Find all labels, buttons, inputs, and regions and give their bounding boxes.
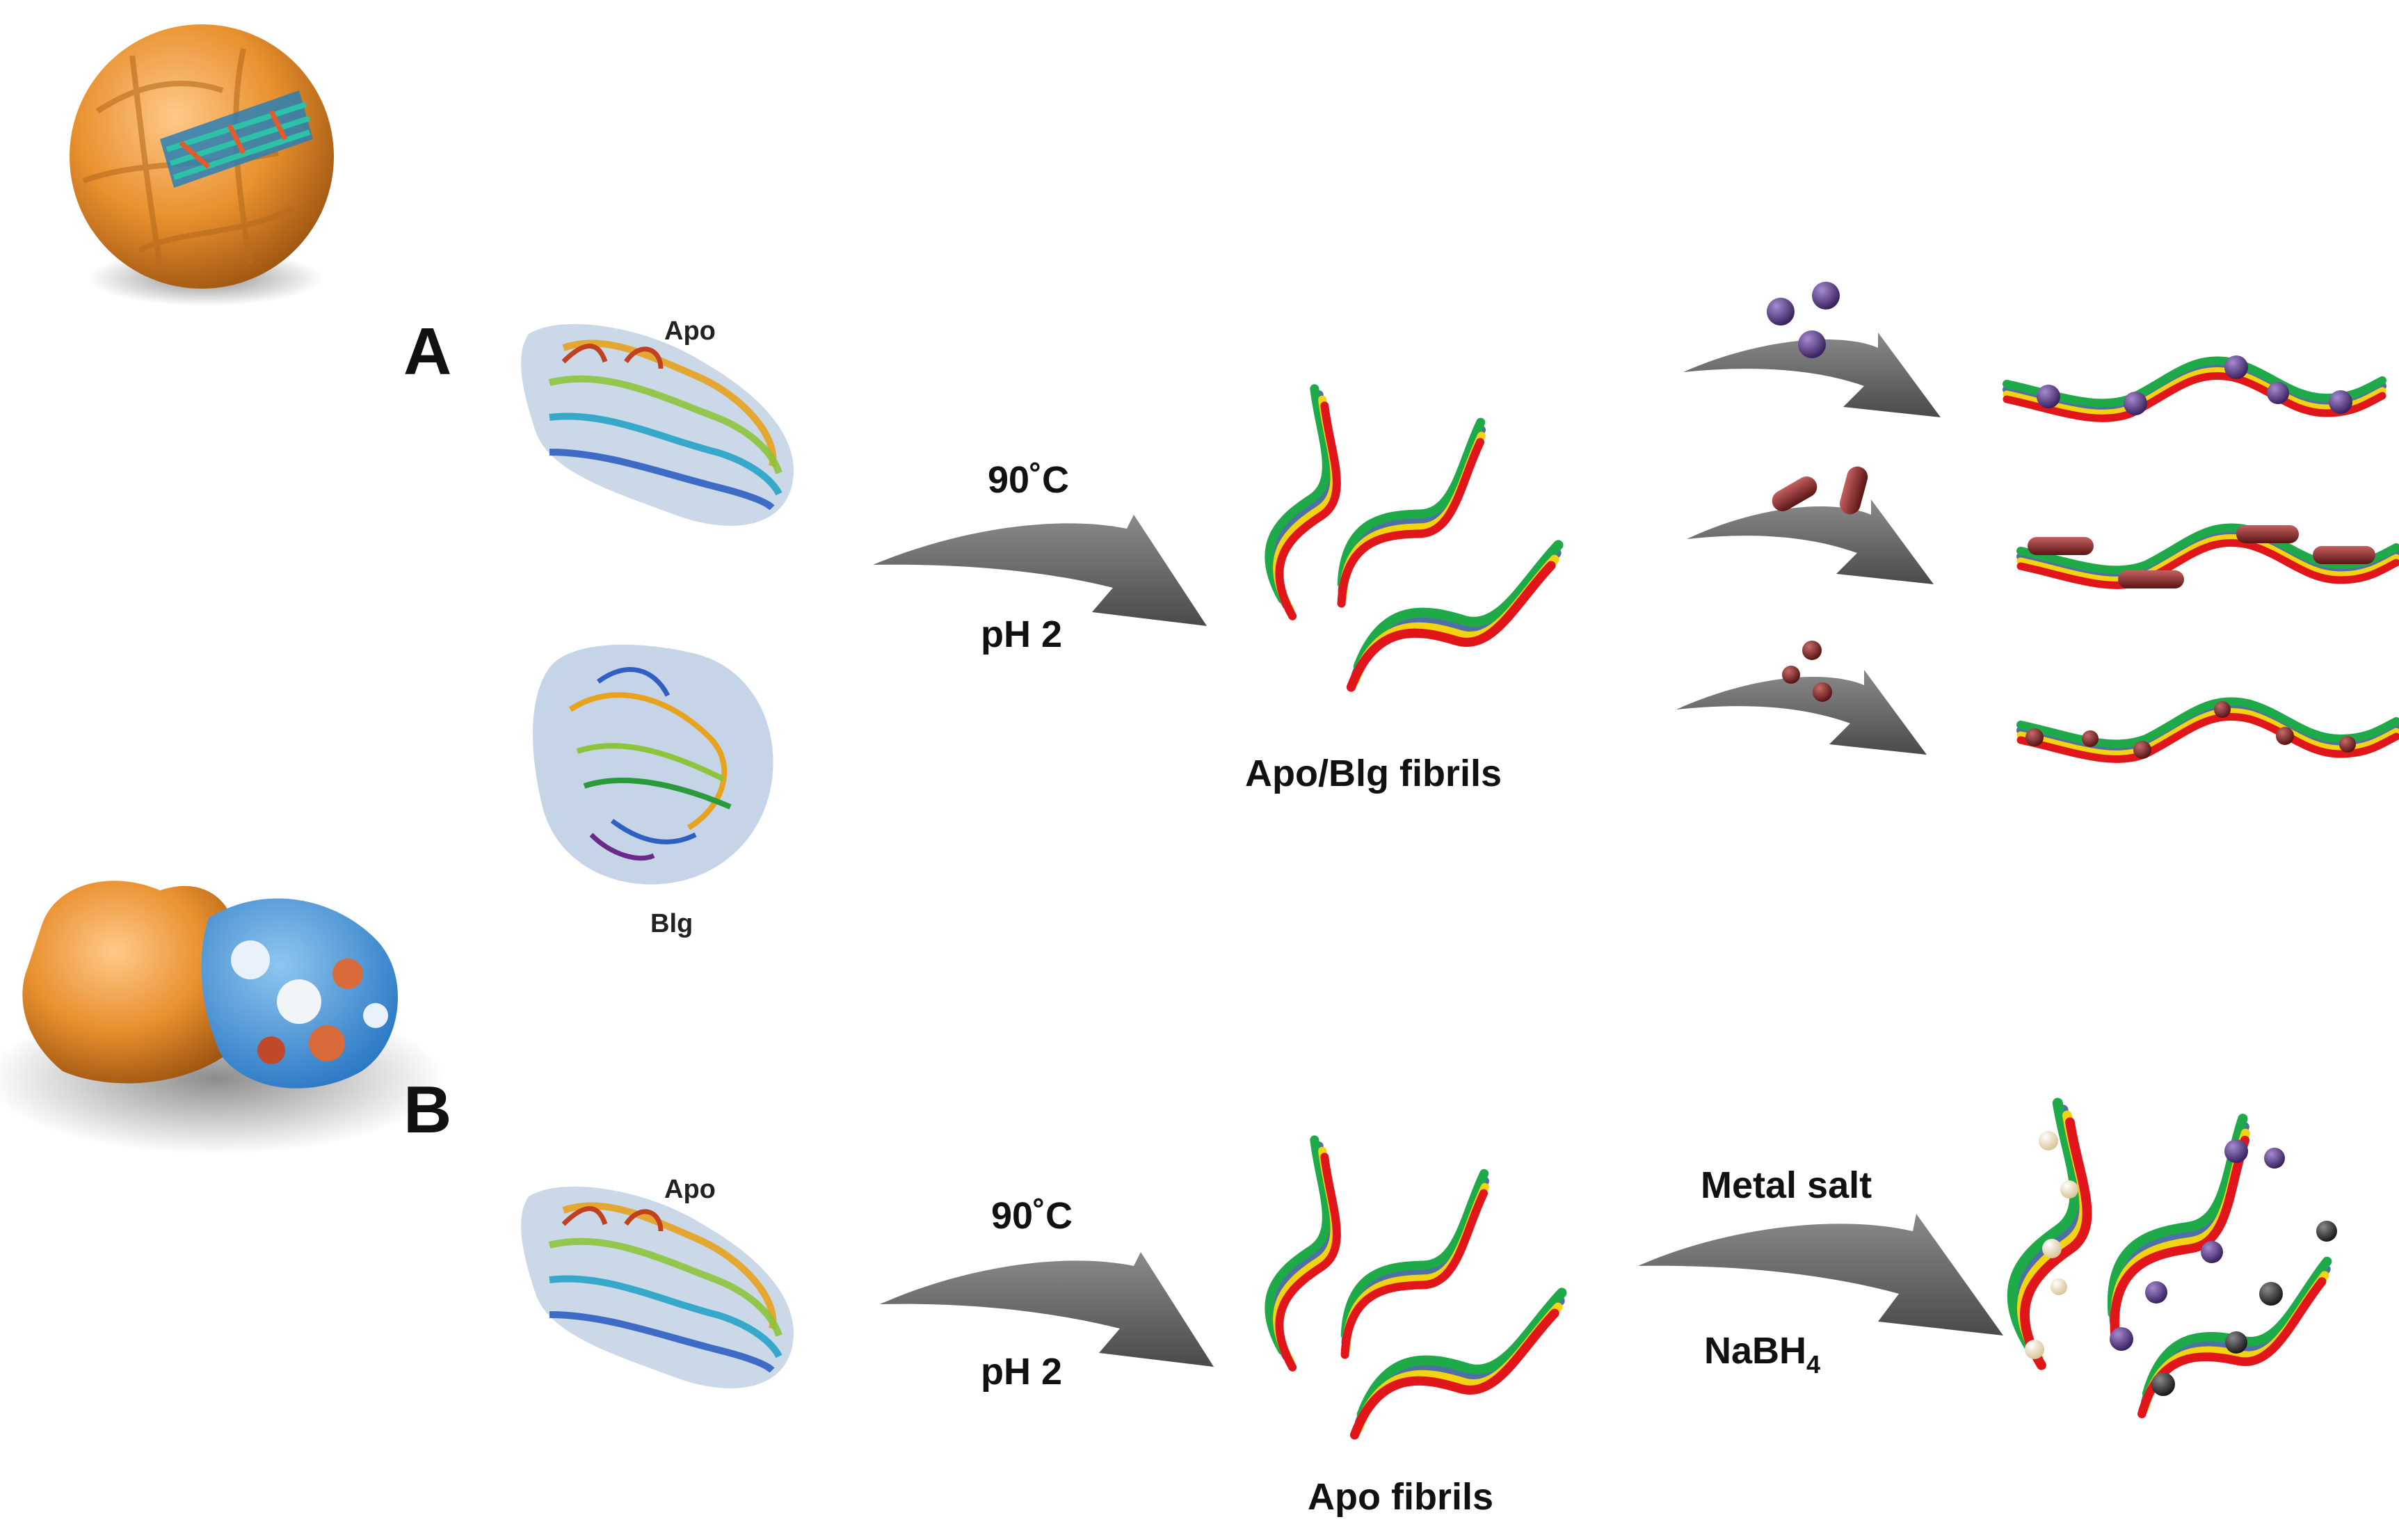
- blg-label: Blg: [650, 909, 693, 938]
- apo-label-b: Apo: [664, 1175, 716, 1204]
- nanorod-arrow: [1687, 466, 1934, 584]
- temperature-label-b: 90˚C: [991, 1195, 1073, 1237]
- apo-protein-structure-a: [521, 324, 794, 526]
- reduction-arrow: [1638, 1214, 2003, 1336]
- fibrils-caption-a: Apo/Blg fibrils: [1245, 753, 1502, 794]
- fibril-with-cream-particles: [1979, 1103, 2120, 1365]
- ph-label-a: pH 2: [981, 613, 1062, 655]
- panel-label-b: B: [403, 1073, 451, 1147]
- fibril-cluster-a: [1239, 389, 1580, 687]
- metal-salt-label: Metal salt: [1701, 1164, 1872, 1206]
- process-arrow-a: [873, 515, 1207, 626]
- fibrils-caption-b: Apo fibrils: [1308, 1476, 1493, 1518]
- fibril-strand: [1239, 389, 1368, 616]
- temperature-label-a: 90˚C: [988, 459, 1069, 501]
- apo-protein-structure-b: [521, 1187, 794, 1388]
- fibril-with-spheres: [2007, 355, 2382, 418]
- fibril-cluster-b: [1239, 1140, 1583, 1435]
- nabh4-label: NaBH4: [1704, 1330, 1820, 1379]
- fibril-strand: [1310, 1173, 1519, 1354]
- fibril-strand: [1333, 1293, 1584, 1435]
- fibril-with-dark-particles: [2117, 1221, 2352, 1414]
- process-arrow-b: [880, 1252, 1214, 1367]
- reductant-subscript: 4: [1806, 1350, 1820, 1379]
- fibril-with-small-particles: [2021, 701, 2396, 759]
- reductant-base: NaBH: [1704, 1330, 1806, 1372]
- fibril-strand: [1306, 422, 1516, 603]
- small-np-arrow: [1676, 641, 1927, 755]
- fibril-with-purple-particles: [2071, 1118, 2287, 1351]
- spherical-np-arrow: [1683, 282, 1941, 417]
- blg-surface-icon: [201, 898, 399, 1089]
- ph-label-b: pH 2: [981, 1351, 1062, 1393]
- ferritin-cage-top: [70, 24, 334, 306]
- fibril-strand: [1330, 545, 1580, 687]
- apo-label-a: Apo: [664, 316, 716, 346]
- panel-label-a: A: [403, 314, 451, 389]
- ferritin-complex-left: [0, 881, 445, 1155]
- blg-protein-structure: [533, 644, 773, 885]
- protein-core-icon: [160, 90, 313, 188]
- fibril-with-rods: [2021, 525, 2396, 588]
